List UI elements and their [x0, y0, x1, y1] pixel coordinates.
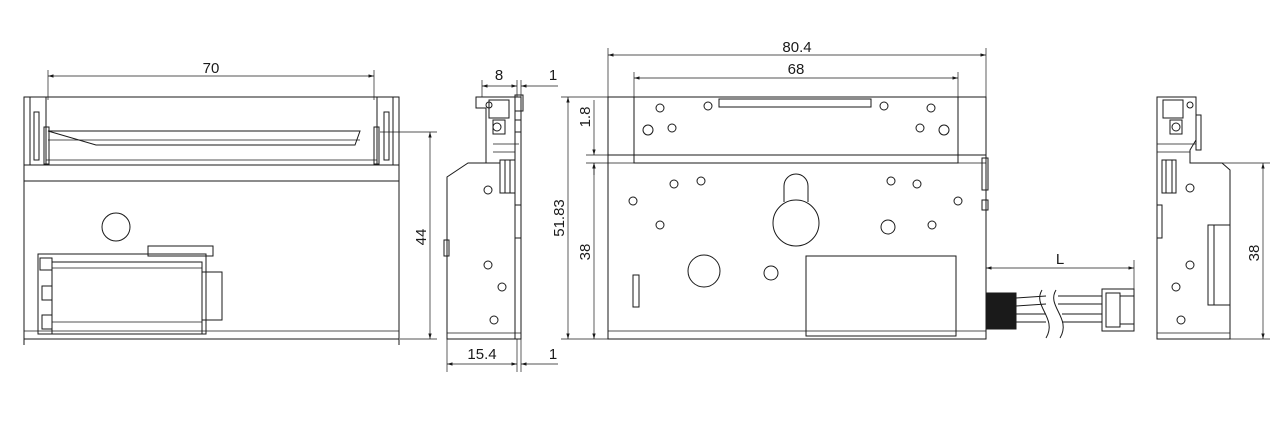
dimension-side-top-width-label: 8	[495, 67, 503, 84]
side-view	[443, 94, 524, 340]
dimension-rear-body-height: 38	[577, 163, 596, 339]
front-view	[23, 96, 400, 345]
dimension-side-bottom: 15.4 1	[446, 339, 558, 372]
dimension-front-width: 70	[47, 60, 375, 100]
dimension-side-bottom-width-label: 15.4	[467, 346, 496, 363]
dimension-rear-body-height-label: 38	[577, 244, 594, 261]
dimension-rear-overall-height-label: 51.83	[551, 199, 568, 237]
dimension-front-width-label: 70	[203, 60, 220, 77]
dimension-rear-overall-width-label: 80.4	[782, 39, 811, 56]
right-side-view	[1156, 96, 1231, 340]
dimension-cable-length: L	[985, 251, 1135, 290]
dimension-front-height: 44	[380, 131, 437, 340]
dimension-right-height-label: 38	[1246, 245, 1263, 262]
dimension-rear-offset: 1.8	[577, 100, 634, 175]
dimension-rear-offset-label: 1.8	[577, 107, 594, 128]
dimension-side-top-small-label: 1	[549, 67, 557, 84]
rear-view	[607, 96, 1135, 340]
dimension-rear-overall-width: 80.4	[607, 39, 987, 97]
dimension-rear-inner-width-label: 68	[788, 61, 805, 78]
dimension-rear-inner-width: 68	[633, 61, 959, 97]
dimension-right-height: 38	[1222, 162, 1270, 340]
dimension-cable-length-label: L	[1056, 251, 1064, 268]
dimension-front-height-label: 44	[413, 229, 430, 246]
dimension-side-bottom-small-label: 1	[549, 346, 557, 363]
dimension-rear-overall-height: 51.83	[551, 96, 608, 340]
dimension-side-top: 8 1	[481, 67, 558, 97]
